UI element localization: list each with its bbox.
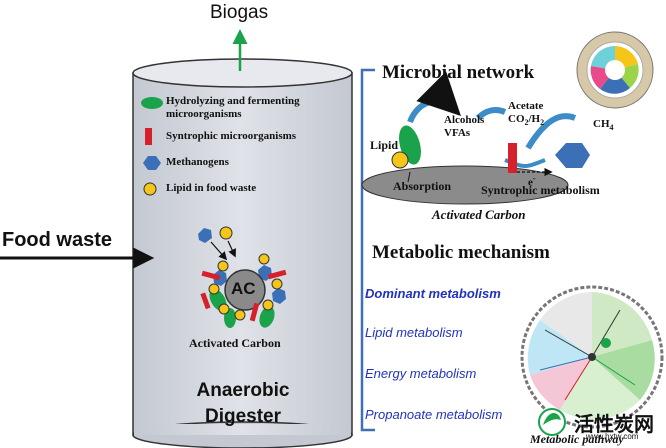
digester-title: Anaerobic Digester — [183, 378, 303, 430]
alcohols-text: Alcohols — [444, 114, 485, 126]
metabolism-item-energy: Energy metabolism — [365, 366, 477, 381]
alcohols-label: Alcohols VFAs — [444, 114, 484, 140]
legend-item-lipid: Lipid in food waste — [166, 182, 257, 194]
green-ellipse-icon — [141, 97, 163, 109]
digester-tank — [132, 58, 353, 448]
absorption-label: Absorption — [393, 179, 452, 193]
legend-item-methanogens: Methanogens — [166, 156, 229, 168]
digester-title-line2: Digester — [204, 406, 282, 427]
watermark-text: 活性炭网 — [574, 414, 654, 436]
lipid-label: Lipid — [370, 138, 399, 152]
legend-item-syntrophic: Syntrophic microorganisms — [166, 130, 297, 142]
methanogen-hexagon — [555, 143, 590, 168]
food-waste-label: Food waste — [2, 229, 113, 251]
vfas-text: VFAs — [444, 127, 471, 139]
carbon-plate — [361, 165, 569, 205]
electron-label: e- — [528, 174, 536, 189]
activated-carbon-cluster — [200, 253, 287, 328]
network-circle-chart — [576, 31, 654, 109]
activated-carbon-caption: Activated Carbon — [189, 336, 281, 350]
metabolism-item-lipid: Lipid metabolism — [365, 325, 463, 340]
network-panel — [361, 71, 590, 205]
ac-label: AC — [231, 279, 256, 298]
blue-hexagon-icon — [143, 156, 161, 170]
red-bar-icon — [145, 128, 152, 145]
legend-item-hydrolyzing-line1: Hydrolyzing and fermenting — [166, 95, 300, 107]
metabolic-pathway-chart — [520, 285, 664, 429]
acetate-text: Acetate — [508, 100, 544, 112]
legend-item-hydrolyzing: Hydrolyzing and fermenting microorganism… — [166, 95, 300, 121]
legend-item-hydrolyzing-line2: microorganisms — [166, 108, 242, 120]
metabolism-item-dominant: Dominant metabolism — [365, 286, 501, 301]
co2h2-text: CO2/H2 — [508, 113, 545, 128]
digester-title-line1: Anaerobic — [196, 380, 290, 401]
right-bracket — [360, 68, 375, 432]
metabolic-mechanism-title: Metabolic mechanism — [372, 242, 550, 263]
watermark-url: www.hxtw.com — [586, 432, 639, 441]
syntrophic-metabolism-label: Syntrophic metabolism — [481, 183, 600, 197]
ch4-label: CH4 — [593, 118, 614, 133]
ac-input-arrows — [198, 226, 236, 261]
watermark-logo-icon — [538, 408, 566, 436]
biogas-label: Biogas — [210, 2, 269, 23]
microbial-network-title: Microbial network — [382, 62, 535, 83]
acetate-label: Acetate CO2/H2 — [508, 100, 544, 129]
metabolism-item-propanoate: Propanoate metabolism — [365, 407, 503, 422]
activated-carbon-plate-label: Activated Carbon — [432, 207, 526, 222]
metabolic-pathway-label: Metabolic pathway — [530, 432, 624, 446]
yellow-circle-icon — [143, 182, 157, 196]
